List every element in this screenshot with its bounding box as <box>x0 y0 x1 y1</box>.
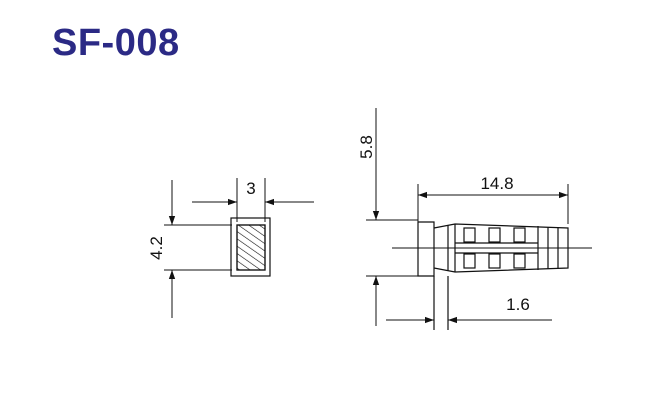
dimension-height-left <box>164 180 232 318</box>
slot-bottom-2 <box>488 253 501 269</box>
dimension-offset-label: 1.6 <box>506 295 530 314</box>
front-view <box>230 217 271 277</box>
slot-top-3 <box>513 227 526 243</box>
dimension-height-label: 4.2 <box>147 236 166 260</box>
dimension-height-side-label: 5.8 <box>357 135 376 159</box>
slot-bottom-3 <box>513 253 526 269</box>
lug-stem <box>433 276 449 330</box>
front-core-outline <box>236 224 266 271</box>
dimension-length-label: 14.8 <box>480 174 513 193</box>
part-number-title: SF-008 <box>52 22 180 64</box>
dimension-length <box>417 184 569 224</box>
slot-bottom-1 <box>463 253 476 269</box>
front-hatched-core <box>236 224 266 271</box>
slot-top-2 <box>488 227 501 243</box>
flange <box>417 221 435 277</box>
dimension-width-top <box>192 178 314 222</box>
dimension-width-label: 3 <box>246 179 255 198</box>
tapered-body <box>433 223 569 273</box>
side-view <box>392 221 592 330</box>
dimension-height-side <box>366 108 418 326</box>
slot-top-1 <box>463 227 476 243</box>
front-outline <box>230 217 271 277</box>
